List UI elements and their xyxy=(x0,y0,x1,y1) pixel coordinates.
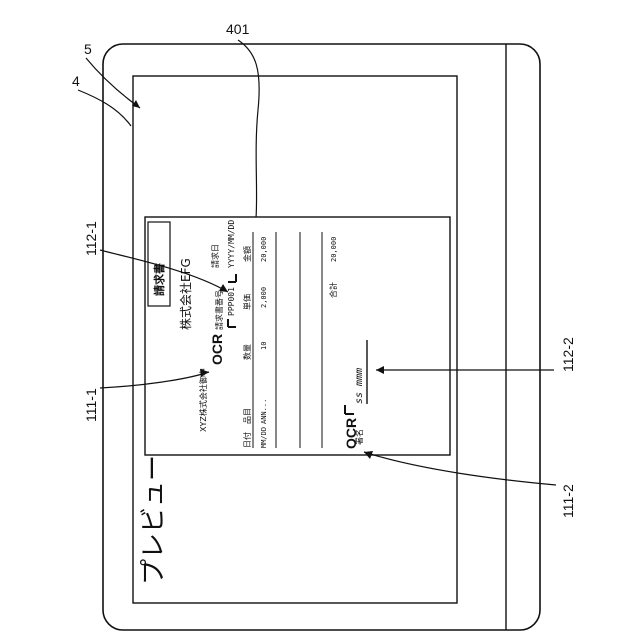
leader-line-401 xyxy=(238,40,259,218)
invoice-number-label: 請求書番号 xyxy=(214,290,224,330)
total-label: 合計 xyxy=(328,282,338,298)
invoice-date-value: YYYY/MM/DD xyxy=(227,220,236,268)
row-amount: 20,000 xyxy=(260,237,268,262)
invoice-date-label: 請求日 xyxy=(210,244,220,268)
column-quantity: 数量 xyxy=(242,344,252,360)
document-preview xyxy=(145,217,450,455)
document-recipient: XYZ株式会社御中 xyxy=(198,368,208,432)
column-amount: 金額 xyxy=(242,246,252,262)
ocr-tag-1: OCR xyxy=(209,334,225,365)
signature-value: ss mmm xyxy=(354,368,365,404)
column-unit-price: 単価 xyxy=(242,294,252,310)
column-date: 日付 xyxy=(242,432,252,448)
row-unit-price: 2,000 xyxy=(260,287,268,308)
ref-label-401: 401 xyxy=(226,21,250,37)
total-value: 20,000 xyxy=(330,237,338,262)
invoice-number-value: PPP001 xyxy=(227,287,236,316)
document-issuer: 株式会社EFG xyxy=(178,258,193,330)
leader-line-5 xyxy=(86,58,140,108)
ref-label-112-1: 112-1 xyxy=(83,221,99,256)
leader-line-111-2 xyxy=(364,452,556,485)
ref-label-112-2: 112-2 xyxy=(560,337,576,372)
ref-label-5: 5 xyxy=(84,41,92,57)
ref-label-111-1: 111-1 xyxy=(83,388,99,422)
row-quantity: 10 xyxy=(260,342,268,350)
document-title: 請求書 xyxy=(152,263,166,296)
ref-label-4: 4 xyxy=(72,73,80,89)
preview-title: プレビュー xyxy=(139,455,169,585)
row-item: ANN... xyxy=(260,399,268,424)
ocr-tag-2: OCR xyxy=(343,418,359,449)
column-item: 品目 xyxy=(243,408,252,424)
ref-label-111-2: 111-2 xyxy=(560,484,576,518)
row-date: MM/DD xyxy=(260,427,268,448)
